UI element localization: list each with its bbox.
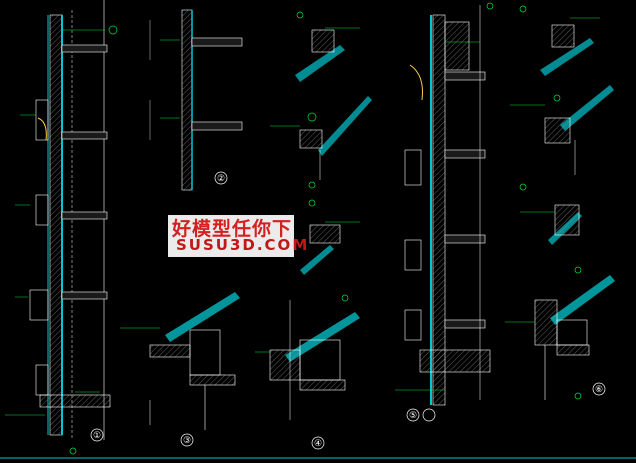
detail-1-wall-section <box>5 0 118 455</box>
detail-6-eave-section <box>505 275 615 400</box>
watermark-brand: 好模型任你下 <box>172 218 293 240</box>
detail-number-1: ① <box>93 431 101 441</box>
detail-5-wall-section <box>395 2 494 422</box>
watermark-domain: SUSU3D.COM <box>176 236 310 254</box>
detail-parapet-top <box>295 11 360 82</box>
detail-4-eave-section <box>255 294 360 450</box>
detail-parapet-right-top <box>519 5 600 76</box>
detail-3-eave-section <box>120 292 240 447</box>
detail-balcony-edge <box>300 199 360 275</box>
detail-eave-right <box>510 85 614 175</box>
watermark-background <box>168 215 294 257</box>
detail-number-2: ② <box>217 174 225 184</box>
detail-number-6: ⑥ <box>595 385 603 395</box>
detail-number-4: ④ <box>314 439 322 449</box>
detail-eave-slope <box>270 96 372 189</box>
detail-balcony-right <box>519 183 582 274</box>
detail-number-3: ③ <box>183 436 191 446</box>
detail-2-column-section <box>149 9 243 191</box>
detail-number-5: ⑤ <box>409 411 417 421</box>
